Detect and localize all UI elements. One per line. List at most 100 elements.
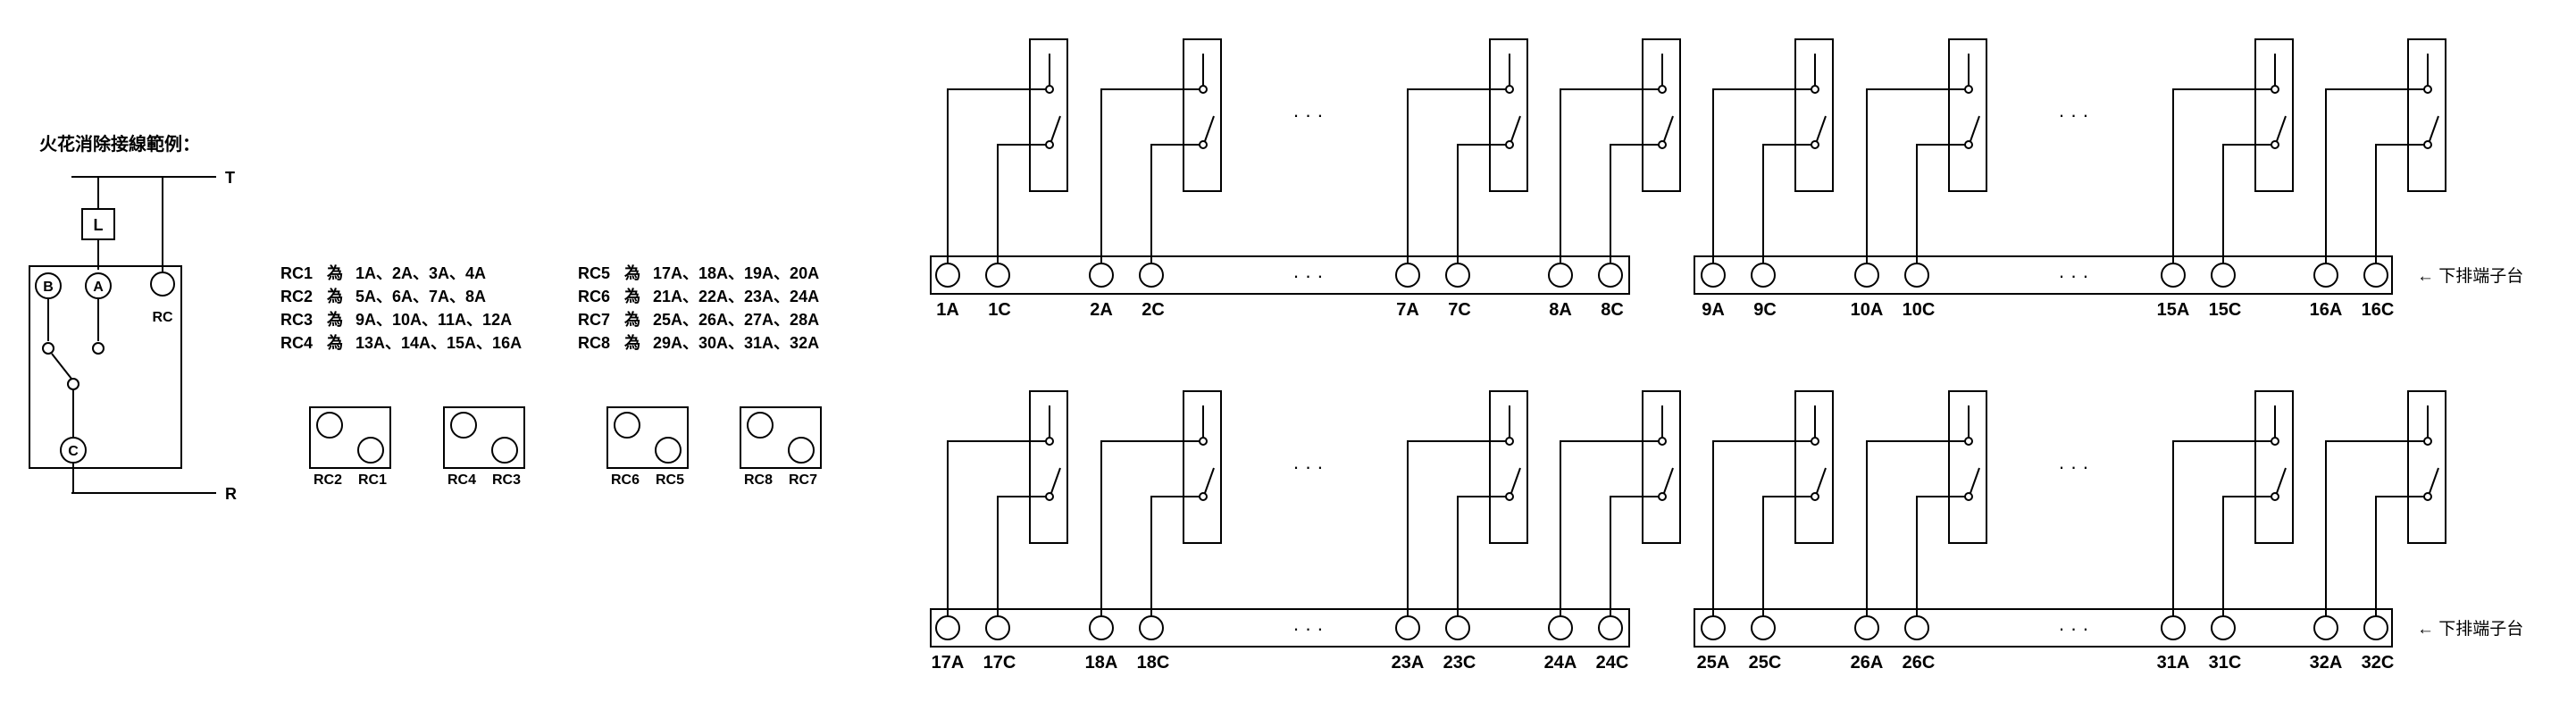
relay-box (1029, 38, 1068, 192)
ellipsis-top: · · · (1292, 104, 1323, 126)
rc-connector-pin-right (788, 437, 815, 464)
terminal-c-label: 18C (1137, 653, 1170, 673)
relay-contact-arm (1816, 115, 1827, 142)
terminal-c (985, 263, 1010, 288)
ellipsis-top: · · · (2058, 104, 2088, 126)
terminal-a (1701, 615, 1726, 640)
terminal-a (2313, 263, 2338, 288)
rc-connector-box (606, 406, 689, 469)
relay-contact-common (1505, 492, 1514, 501)
rc-terms: 29A、30A、31A、32A (653, 334, 819, 352)
relay-contact-arm (1970, 115, 1980, 142)
wire-c (1457, 496, 1510, 616)
line-t-label: T (225, 169, 235, 187)
relay-contact-common (2271, 492, 2279, 501)
ellipsis-bottom: · · · (1292, 264, 1323, 287)
rc-word: 為 (327, 287, 343, 305)
wire-a (1560, 88, 1662, 263)
rc-connector-pin-left (747, 412, 774, 439)
relay-contact-arm (1204, 467, 1215, 494)
terminal-a-label: 10A (1851, 300, 1884, 320)
wire-c (2222, 496, 2275, 616)
rc-connector-pin-left (450, 412, 477, 439)
wire-a (1866, 88, 1969, 263)
rc-name: RC3 (280, 311, 313, 329)
terminal-a-label: A (93, 280, 104, 295)
rc-name: RC8 (578, 334, 610, 352)
wire-c (1610, 144, 1662, 263)
relay-contact-fixed (1658, 437, 1667, 446)
relay-contact-common (2423, 492, 2432, 501)
relay-box (1948, 390, 1987, 544)
wire-a (1560, 440, 1662, 616)
terminal-c-label: 17C (983, 653, 1016, 673)
rc-connector-left-label: RC4 (447, 472, 476, 488)
terminal-a (2313, 615, 2338, 640)
terminal-c (1139, 615, 1164, 640)
rc-connector-box (443, 406, 525, 469)
terminal-a-label: 32A (2310, 653, 2343, 673)
terminal-a (1089, 615, 1114, 640)
example-title: 火花消除接線範例： (39, 133, 200, 155)
terminal-rc-label: RC (152, 310, 173, 325)
wire-a (1866, 440, 1969, 616)
terminal-c (1445, 615, 1470, 640)
wire-c (1916, 144, 1969, 263)
relay-contact-common (1505, 140, 1514, 149)
relay-contact-common (1964, 492, 1973, 501)
wire-c (2375, 496, 2428, 616)
relay-contact-common (1199, 492, 1208, 501)
relay-contact-arm (1663, 467, 1674, 494)
terminal-a (935, 615, 960, 640)
terminal-a (2161, 263, 2186, 288)
wire-c (1457, 144, 1510, 263)
relay-box (1489, 38, 1528, 192)
relay-contact-arm (1204, 115, 1215, 142)
terminal-a-label: 16A (2310, 300, 2343, 320)
rc-name: RC1 (280, 264, 313, 282)
relay-box (29, 265, 182, 469)
relay-contact-common (1199, 140, 1208, 149)
terminal-c-label: 1C (988, 300, 1011, 320)
terminal-a (1089, 263, 1114, 288)
terminal-c-label: 32C (2362, 653, 2395, 673)
terminal-c (1445, 263, 1470, 288)
relay-contact-arm (1050, 467, 1061, 494)
rc-name: RC4 (280, 334, 313, 352)
terminal-a (1701, 263, 1726, 288)
wire-c (1150, 496, 1203, 616)
wire-a (947, 88, 1050, 263)
relay-box (2407, 38, 2446, 192)
terminal-c-label: 25C (1749, 653, 1782, 673)
terminal-a-label: 18A (1085, 653, 1118, 673)
relay-contact-fixed (1964, 85, 1973, 94)
relay-box (1029, 390, 1068, 544)
rc-connector-pin-right (655, 437, 682, 464)
terminal-board-label: ← 下排端子台 (2417, 266, 2523, 286)
terminal-c (1139, 263, 1164, 288)
terminal-c-label: 15C (2209, 300, 2242, 320)
terminal-c-label: 16C (2362, 300, 2395, 320)
rc-name: RC6 (578, 288, 610, 305)
rc-connector-pin-left (614, 412, 640, 439)
relay-contact-arm (1510, 115, 1521, 142)
ellipsis-bottom: · · · (2058, 264, 2088, 287)
terminal-a-label: 25A (1697, 653, 1730, 673)
rc-terms: 5A、6A、7A、8A (355, 288, 486, 305)
rc-connector-box (740, 406, 822, 469)
relay-contact-fixed (2423, 437, 2432, 446)
rc-word: 為 (327, 310, 343, 329)
terminal-board (930, 255, 1630, 295)
relay-contact-common (1811, 140, 1819, 149)
terminal-board (930, 608, 1630, 648)
